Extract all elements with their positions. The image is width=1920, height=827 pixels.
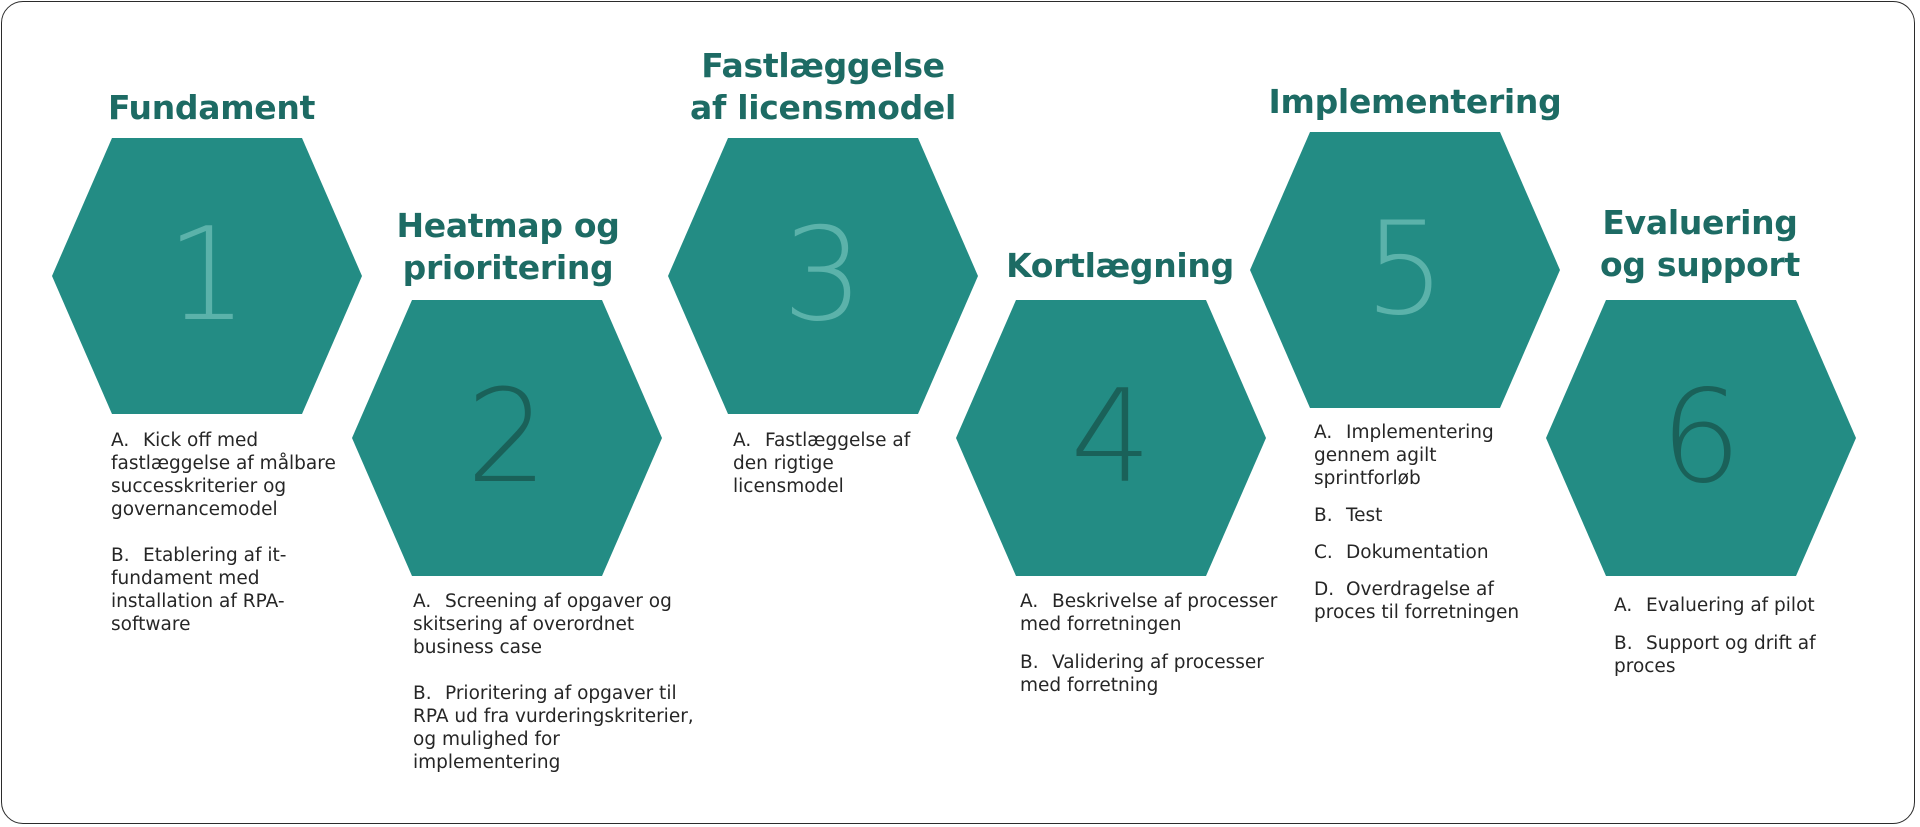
- hexagon-shape: [1250, 132, 1560, 408]
- step-6-items: A. Evaluering af pilot B.Support og drift…: [1614, 594, 1854, 678]
- list-item: B.Prioritering af opgaver til RPA ud fra…: [413, 682, 698, 774]
- list-item: B. Test: [1314, 504, 1539, 527]
- step-5-title: Implementering: [1250, 81, 1580, 123]
- step-3-title-line-2: af licensmodel: [690, 88, 956, 127]
- item-marker: B.: [1314, 505, 1333, 526]
- step-5-number: 5: [1364, 195, 1446, 344]
- item-text: Dokumentation: [1346, 542, 1489, 563]
- item-text: Test: [1346, 505, 1383, 526]
- item-text: Screening af opgaver og skitsering af ov…: [413, 591, 672, 658]
- step-2-title-line-2: prioritering: [402, 248, 614, 287]
- step-4-title: Kortlægning: [960, 245, 1280, 287]
- list-item: B.Support og drift af proces: [1614, 632, 1854, 678]
- list-item: A.Fastlæggelse af den rigtige licensmode…: [733, 429, 923, 498]
- step-4-title-line-1: Kortlægning: [1006, 246, 1234, 285]
- step-6-hexagon: 6: [1546, 300, 1856, 576]
- item-marker: A.: [1020, 591, 1039, 612]
- list-item: B.Etablering af it-fundament med install…: [111, 544, 351, 636]
- step-3-number: 3: [782, 201, 864, 350]
- step-6-title-line-2: og support: [1600, 245, 1800, 284]
- step-2-title-line-1: Heatmap og: [396, 206, 620, 245]
- list-item: B.Validering af processer med forretning: [1020, 651, 1290, 697]
- item-text: Implementering gennem agilt sprintforløb: [1314, 422, 1494, 489]
- item-marker: D.: [1314, 579, 1335, 600]
- list-item: A. Evaluering af pilot: [1614, 594, 1854, 617]
- item-text: Beskrivelse af processer med forretninge…: [1020, 591, 1278, 635]
- item-marker: A.: [413, 591, 432, 612]
- step-2-title: Heatmap og prioritering: [358, 205, 658, 289]
- hexagon-shape: [352, 300, 662, 576]
- step-5-hexagon: 5: [1250, 132, 1560, 408]
- item-text: Etablering af it-fundament med installat…: [111, 545, 287, 635]
- step-1-number: 1: [166, 201, 248, 350]
- list-item: A.Implementering gennem agilt sprintforl…: [1314, 421, 1539, 490]
- item-marker: B.: [1020, 652, 1039, 673]
- item-marker: C.: [1314, 542, 1333, 563]
- step-4-items: A.Beskrivelse af processer med forretnin…: [1020, 590, 1290, 697]
- item-marker: B.: [111, 545, 130, 566]
- list-item: C. Dokumentation: [1314, 541, 1539, 564]
- item-text: Kick off med fastlæggelse af målbare suc…: [111, 430, 336, 520]
- list-item: A.Kick off med fastlæggelse af målbare s…: [111, 429, 351, 521]
- hexagon-shape: [956, 300, 1266, 576]
- item-marker: A.: [733, 430, 752, 451]
- list-item: A.Beskrivelse af processer med forretnin…: [1020, 590, 1290, 636]
- item-marker: B.: [1614, 633, 1633, 654]
- step-1-hexagon: 1: [52, 138, 362, 414]
- hexagon-shape: [1546, 300, 1856, 576]
- step-3-hexagon: 3: [668, 138, 978, 414]
- step-6-title-line-1: Evaluering: [1602, 203, 1798, 242]
- list-item: A.Screening af opgaver og skitsering af …: [413, 590, 698, 659]
- step-3-title: Fastlæggelse af licensmodel: [668, 45, 978, 129]
- list-item: D.Overdragelse af proces til forretninge…: [1314, 578, 1539, 624]
- item-text: Fastlæggelse af den rigtige licensmodel: [733, 430, 911, 497]
- step-4-number: 4: [1070, 363, 1152, 512]
- step-5-title-line-1: Implementering: [1268, 82, 1562, 121]
- item-text: Overdragelse af proces til forretningen: [1314, 579, 1520, 623]
- hexagon-shape: [668, 138, 978, 414]
- item-marker: B.: [413, 683, 432, 704]
- step-5-items: A.Implementering gennem agilt sprintforl…: [1314, 421, 1539, 624]
- item-text: Evaluering af pilot: [1646, 595, 1815, 616]
- item-marker: A.: [1614, 595, 1633, 616]
- step-2-hexagon: 2: [352, 300, 662, 576]
- step-2-number: 2: [466, 363, 548, 512]
- item-text: Support og drift af proces: [1614, 633, 1816, 677]
- item-text: Validering af processer med forretning: [1020, 652, 1264, 696]
- item-text: Prioritering af opgaver til RPA ud fra v…: [413, 683, 694, 773]
- item-marker: A.: [111, 430, 130, 451]
- step-3-title-line-1: Fastlæggelse: [701, 46, 945, 85]
- item-marker: A.: [1314, 422, 1333, 443]
- step-6-number: 6: [1660, 363, 1742, 512]
- step-1-items: A.Kick off med fastlæggelse af målbare s…: [111, 429, 351, 636]
- step-4-hexagon: 4: [956, 300, 1266, 576]
- step-1-title: Fundament: [59, 87, 364, 129]
- step-3-items: A.Fastlæggelse af den rigtige licensmode…: [733, 429, 923, 498]
- step-1-title-line-1: Fundament: [107, 88, 316, 127]
- step-6-title: Evaluering og support: [1540, 202, 1860, 286]
- step-2-items: A.Screening af opgaver og skitsering af …: [413, 590, 698, 774]
- hexagon-shape: [52, 138, 362, 414]
